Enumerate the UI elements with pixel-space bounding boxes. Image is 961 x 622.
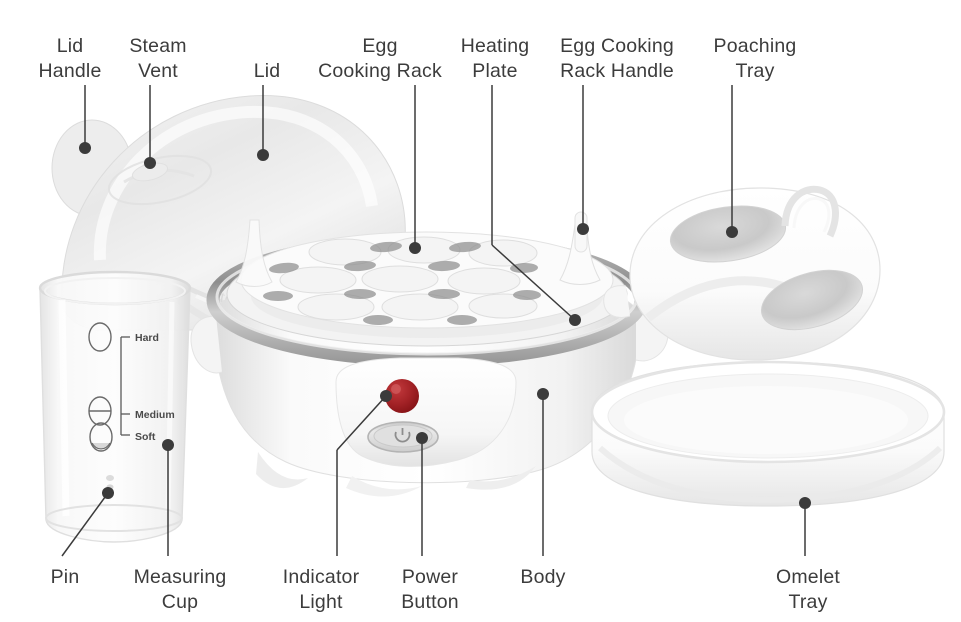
egg-cooking-rack-handle-left [235, 219, 273, 287]
power-icon [394, 428, 411, 443]
poaching-tray-artwork [603, 185, 881, 361]
leader-dot-poaching-tray [726, 226, 738, 238]
leader-steam-vent [144, 85, 156, 169]
egg-icon-soft [89, 422, 113, 452]
leader-lid [257, 85, 269, 161]
leader-omelet-tray [799, 497, 811, 556]
leader-line-segment [336, 395, 387, 451]
leader-line [61, 492, 109, 557]
leader-dot-lid-handle [79, 142, 91, 154]
measuring-cup-artwork: Hard Medium Soft [38, 270, 192, 543]
leader-dot-body [537, 388, 549, 400]
body-left-ear [190, 315, 223, 374]
leader-dot-indicator-light [380, 390, 392, 402]
leader-dot-lid [257, 149, 269, 161]
leader-egg-cooking-rack-handle [577, 85, 589, 235]
leader-dot-egg-cooking-rack-handle [577, 223, 589, 235]
egg-cooking-rack-artwork [235, 211, 614, 329]
leader-dot-steam-vent [144, 157, 156, 169]
cup-mark-soft: Soft [135, 431, 156, 443]
leader-dot-omelet-tray [799, 497, 811, 509]
leader-dot-power-button [416, 432, 428, 444]
omelet-tray-artwork [590, 360, 946, 507]
leader-body [537, 388, 549, 556]
cup-mark-hard: Hard [135, 332, 159, 344]
leader-lid-handle [79, 85, 91, 154]
leader-egg-cooking-rack [409, 85, 421, 254]
body-artwork [190, 211, 669, 497]
leader-power-button [416, 432, 428, 556]
leader-pin [61, 487, 114, 557]
control-panel [335, 357, 517, 467]
egg-icon-medium [88, 396, 112, 426]
egg-icon-hard [88, 322, 112, 352]
leader-dot-pin [102, 487, 114, 499]
lid-brand-emboss [107, 154, 213, 206]
leader-dot-egg-cooking-rack [409, 242, 421, 254]
leader-indicator-light [336, 390, 392, 556]
poaching-well-right [760, 269, 864, 331]
measuring-cup-scale [120, 336, 130, 436]
cup-mark-medium: Medium [135, 409, 175, 421]
leader-heating-plate [491, 85, 581, 326]
leader-line-segment [491, 244, 576, 321]
leader-dot-measuring-cup [162, 439, 174, 451]
poaching-tray-handle [781, 185, 839, 238]
leader-measuring-cup [162, 439, 174, 556]
leader-poaching-tray [726, 85, 738, 238]
leader-dot-heating-plate [569, 314, 581, 326]
